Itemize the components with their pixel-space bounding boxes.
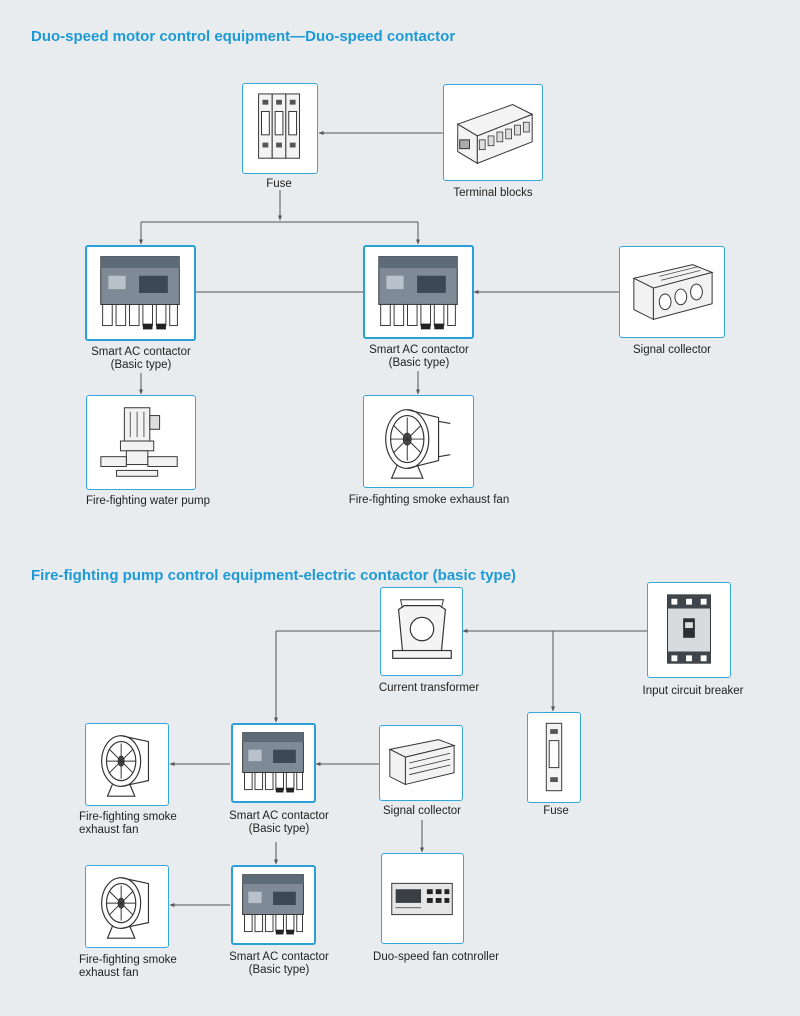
contactor-right-label-1: Smart AC contactor bbox=[369, 344, 469, 356]
contactor-top-label-2: (Basic type) bbox=[248, 823, 310, 835]
smart-contactor-top-box[interactable] bbox=[231, 723, 316, 803]
smoke-fan-bottom-label-2: exhaust fan bbox=[79, 967, 139, 979]
contactor-icon bbox=[100, 256, 180, 330]
smart-contactor-right-box[interactable] bbox=[363, 245, 474, 339]
smart-contactor-bottom-box[interactable] bbox=[231, 865, 316, 945]
smoke-fan-label: Fire-fighting smoke exhaust fan bbox=[348, 494, 510, 506]
contactor-icon bbox=[378, 256, 458, 330]
contactor-left-label-1: Smart AC contactor bbox=[91, 346, 191, 358]
current-transformer-label: Current transformer bbox=[378, 682, 480, 694]
contactor-bottom-label-2: (Basic type) bbox=[248, 964, 310, 976]
smoke-fan-top-label-2: exhaust fan bbox=[79, 824, 139, 836]
exhaust-fan-icon bbox=[101, 877, 150, 939]
water-pump-label: Fire-fighting water pump bbox=[86, 495, 210, 507]
fan-controller-label: Duo-speed fan cotnroller bbox=[373, 951, 499, 963]
terminal-blocks-box[interactable] bbox=[443, 84, 543, 181]
smoke-fan-top-box[interactable] bbox=[85, 723, 169, 806]
contactor-icon bbox=[242, 874, 304, 935]
signal-collector-box[interactable] bbox=[619, 246, 725, 338]
contactor-icon bbox=[242, 732, 304, 793]
input-breaker-box[interactable] bbox=[647, 582, 731, 678]
fuse-label: Fuse bbox=[266, 178, 292, 190]
fan-controller-icon bbox=[391, 882, 453, 916]
signal-collector-2-label: Signal collector bbox=[383, 805, 461, 817]
smart-contactor-left-box[interactable] bbox=[85, 245, 196, 341]
fan-controller-box[interactable] bbox=[381, 853, 464, 944]
signal-collector-icon bbox=[388, 739, 456, 786]
exhaust-fan-icon bbox=[385, 409, 451, 479]
contactor-left-label-2: (Basic type) bbox=[110, 359, 172, 371]
fuse-2-box[interactable] bbox=[527, 712, 581, 803]
water-pump-box[interactable] bbox=[86, 395, 196, 490]
contactor-top-label-1: Smart AC contactor bbox=[229, 810, 329, 822]
signal-collector-2-box[interactable] bbox=[379, 725, 463, 801]
smoke-fan-box[interactable] bbox=[363, 395, 474, 488]
smoke-fan-bottom-label-1: Fire-fighting smoke bbox=[79, 954, 177, 966]
signal-collector-label: Signal collector bbox=[633, 344, 711, 356]
smoke-fan-bottom-box[interactable] bbox=[85, 865, 169, 948]
terminal-block-icon bbox=[456, 104, 534, 165]
fuse-box[interactable] bbox=[242, 83, 318, 174]
fuse-block-icon bbox=[258, 93, 300, 159]
terminal-blocks-label: Terminal blocks bbox=[453, 187, 533, 199]
smoke-fan-top-label-1: Fire-fighting smoke bbox=[79, 811, 177, 823]
contactor-bottom-label-1: Smart AC contactor bbox=[229, 951, 329, 963]
fuse-2-label: Fuse bbox=[543, 805, 569, 817]
input-breaker-label: Input circuit breaker bbox=[642, 685, 744, 697]
signal-collector-icon bbox=[632, 264, 714, 321]
section-title-duo-speed: Duo-speed motor control equipment—Duo-sp… bbox=[31, 28, 456, 45]
contactor-right-label-2: (Basic type) bbox=[388, 357, 450, 369]
circuit-breaker-icon bbox=[667, 594, 711, 664]
water-pump-icon bbox=[100, 407, 178, 477]
current-transformer-box[interactable] bbox=[380, 587, 463, 676]
current-transformer-icon bbox=[392, 599, 452, 659]
exhaust-fan-icon bbox=[101, 735, 150, 797]
section-title-fire-pump: Fire-fighting pump control equipment-ele… bbox=[31, 567, 517, 584]
fuse-block-icon bbox=[545, 722, 563, 792]
